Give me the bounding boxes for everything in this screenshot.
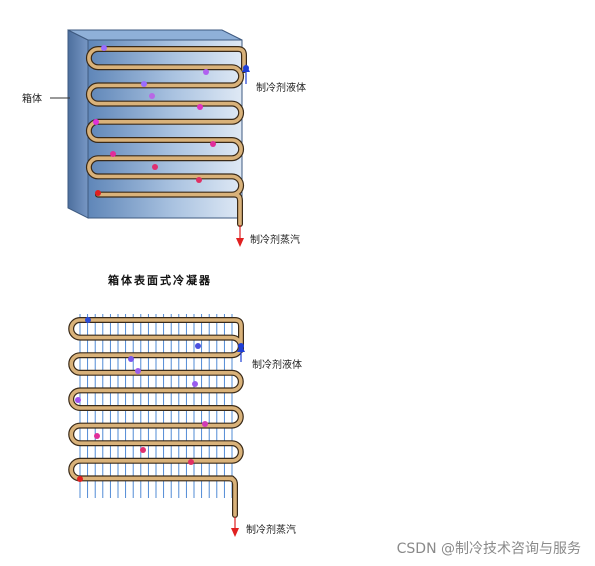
bottom-liquid-label: 制冷剂液体: [252, 358, 302, 371]
bottom-vapor-arrow: [231, 517, 239, 537]
refrigerant-dot: [101, 45, 107, 51]
refrigerant-dot: [128, 356, 134, 362]
refrigerant-dot: [192, 381, 198, 387]
top-liquid-label: 制冷剂液体: [256, 81, 306, 94]
refrigerant-dot: [110, 151, 116, 157]
watermark: CSDN @制冷技术咨询与服务: [396, 541, 581, 557]
refrigerant-dot: [210, 141, 216, 147]
refrigerant-dot: [196, 177, 202, 183]
box-condenser: 箱体 制冷剂液体 制冷剂蒸汽: [22, 29, 306, 247]
refrigerant-dot: [149, 93, 155, 99]
refrigerant-dot: [202, 421, 208, 427]
refrigerant-dot: [93, 119, 99, 125]
refrigerant-dot: [95, 190, 101, 196]
tube-core: [69, 318, 243, 517]
bottom-liquid-arrow: [237, 344, 245, 362]
finned-condenser: 制冷剂液体 制冷剂蒸汽: [68, 314, 302, 537]
refrigerant-dot: [197, 104, 203, 110]
top-liquid-arrow: [242, 64, 250, 84]
bottom-coil-tube: [68, 317, 244, 518]
box-label: 箱体: [22, 92, 42, 105]
top-vapor-arrow: [236, 225, 244, 247]
refrigerant-dot: [77, 476, 83, 482]
refrigerant-dot: [75, 397, 81, 403]
bottom-vapor-label: 制冷剂蒸汽: [246, 523, 296, 536]
refrigerant-dot: [141, 81, 147, 87]
refrigerant-dot: [195, 343, 201, 349]
top-refrigerant-dots: [93, 45, 249, 196]
bottom-refrigerant-dots: [75, 317, 244, 482]
top-vapor-label: 制冷剂蒸汽: [250, 233, 300, 246]
refrigerant-dot: [94, 433, 100, 439]
refrigerant-dot: [152, 164, 158, 170]
refrigerant-dot: [203, 69, 209, 75]
refrigerant-dot: [140, 447, 146, 453]
box-top-face: [67, 29, 243, 41]
caption: 箱体表面式冷凝器: [108, 273, 212, 287]
box-side-face: [67, 29, 89, 219]
refrigerant-dot: [85, 317, 91, 323]
refrigerant-dot: [135, 368, 141, 374]
refrigerant-dot: [188, 459, 194, 465]
